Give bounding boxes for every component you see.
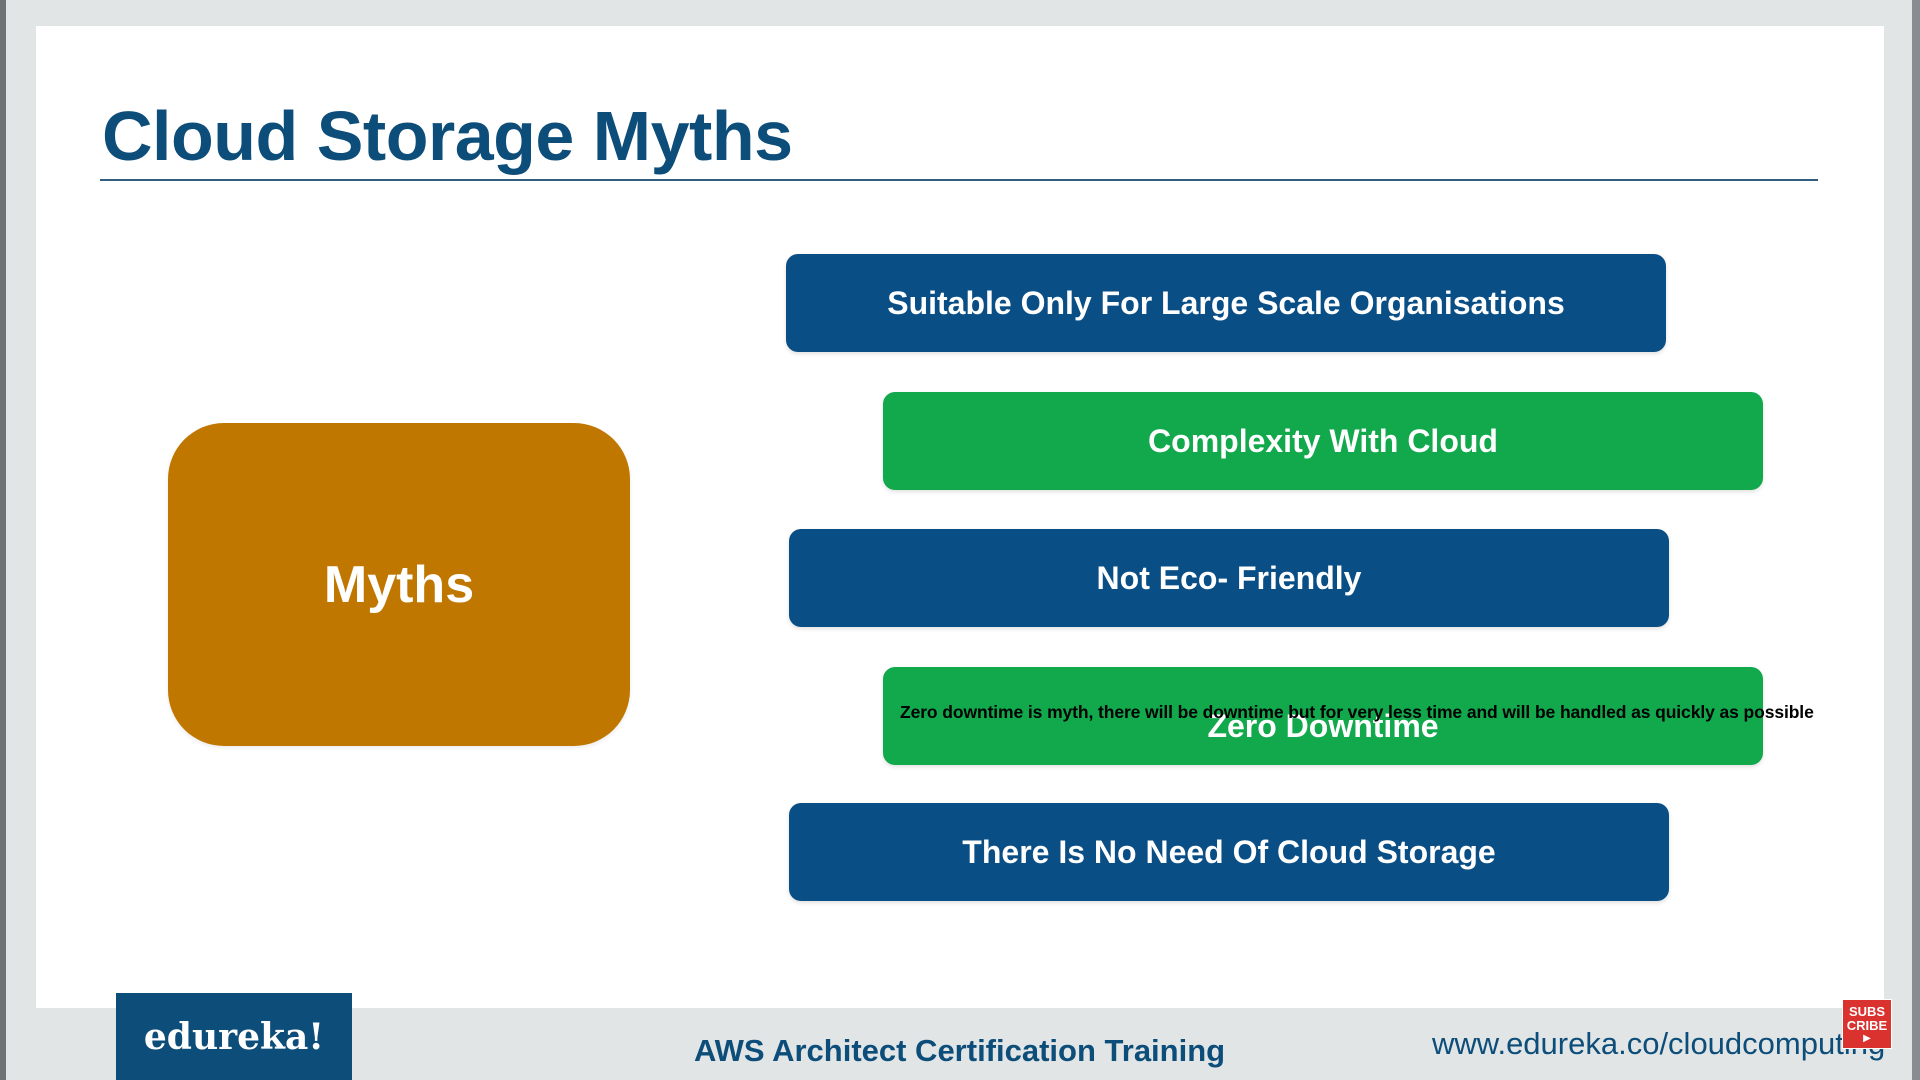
myth-label: Zero Downtime bbox=[1207, 707, 1439, 744]
left-frame-edge bbox=[0, 0, 6, 1080]
myth-bar-zero-downtime: Zero Downtime bbox=[883, 667, 1763, 765]
site-url: www.edureka.co/cloudcomputing bbox=[1432, 1026, 1886, 1061]
course-title: AWS Architect Certification Training bbox=[694, 1033, 1226, 1068]
myth-label: Suitable Only For Large Scale Organisati… bbox=[887, 284, 1565, 321]
title-divider bbox=[100, 179, 1818, 181]
subscribe-line-1: SUBS bbox=[1848, 1003, 1886, 1019]
myth-bar-eco-friendly: Not Eco- Friendly bbox=[789, 529, 1669, 627]
play-icon: ▶ bbox=[1863, 1032, 1871, 1044]
subscribe-line-2: CRIBE bbox=[1846, 1017, 1888, 1033]
right-frame-edge bbox=[1912, 0, 1920, 1080]
myths-center-label: Myths bbox=[323, 555, 475, 614]
myth-bar-complexity: Complexity With Cloud bbox=[883, 392, 1763, 490]
myth-label: There Is No Need Of Cloud Storage bbox=[962, 833, 1496, 870]
slide-title: Cloud Storage Myths bbox=[102, 97, 793, 175]
subscribe-button[interactable]: SUBS CRIBE ▶ bbox=[1842, 999, 1892, 1049]
myth-bar-no-need: There Is No Need Of Cloud Storage bbox=[789, 803, 1669, 901]
edureka-logo: edureka! bbox=[116, 993, 352, 1080]
logo-text: edureka! bbox=[143, 1015, 325, 1058]
myth-bar-large-scale: Suitable Only For Large Scale Organisati… bbox=[786, 254, 1666, 352]
annotation-overlay-text: Zero downtime is myth, there will be dow… bbox=[900, 702, 1814, 722]
myth-label: Not Eco- Friendly bbox=[1096, 559, 1362, 596]
myth-label: Complexity With Cloud bbox=[1148, 422, 1498, 459]
myths-center-box: Myths bbox=[168, 423, 630, 746]
